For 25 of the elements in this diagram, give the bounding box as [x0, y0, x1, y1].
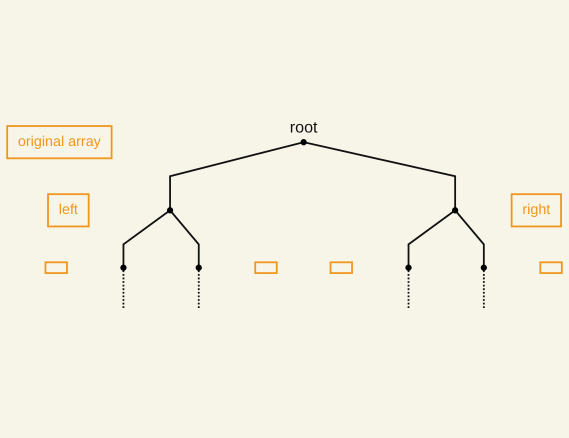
- connector: [408, 211, 454, 265]
- connector: [171, 212, 200, 265]
- connector: [122, 211, 168, 265]
- node-box: original array: [6, 125, 112, 160]
- node-circle: [405, 264, 412, 271]
- connector: [456, 212, 485, 265]
- connector: [408, 270, 410, 309]
- node-circle: [452, 207, 458, 214]
- node-circle: [196, 264, 202, 271]
- node-circle: [166, 207, 174, 214]
- node-box: left: [47, 193, 90, 228]
- node-circle: [120, 264, 127, 271]
- node-caption: root: [290, 118, 318, 136]
- node-box: [539, 261, 563, 274]
- node-box: right: [510, 193, 562, 228]
- node-box: [330, 261, 353, 274]
- node-circle: [300, 139, 307, 146]
- connector: [198, 270, 200, 309]
- connector: [306, 142, 456, 208]
- connector: [482, 270, 485, 309]
- node-box: [44, 261, 68, 274]
- node-box: [254, 261, 278, 274]
- connector: [169, 142, 302, 208]
- connector: [122, 270, 124, 309]
- node-circle: [480, 264, 487, 271]
